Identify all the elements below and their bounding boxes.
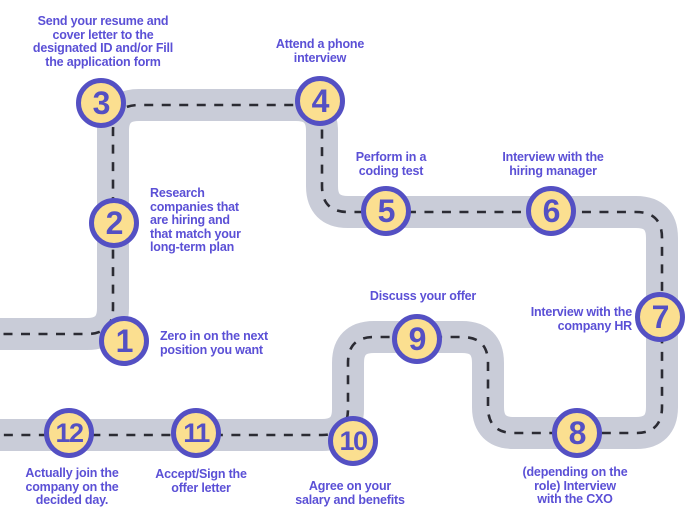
step-6-marker: 6	[526, 186, 576, 236]
step-4-label: Attend a phone interview	[275, 37, 365, 65]
step-9-number: 9	[408, 321, 427, 357]
step-7-number: 7	[651, 299, 670, 335]
step-4-marker: 4	[295, 76, 345, 126]
step-1-number: 1	[115, 323, 134, 359]
step-10-label: Agree on your salary and benefits	[295, 479, 405, 507]
step-7-marker: 7	[635, 292, 685, 342]
step-9-label: Discuss your offer	[369, 289, 477, 303]
step-11-number: 11	[183, 417, 210, 448]
step-1-marker: 1	[99, 316, 149, 366]
step-2-marker: 2	[89, 198, 139, 248]
step-6-label: Interview with the hiring manager	[502, 150, 604, 178]
step-3-label: Send your resume and cover letter to the…	[32, 14, 174, 69]
step-9-marker: 9	[392, 314, 442, 364]
step-3-marker: 3	[76, 78, 126, 128]
step-10-marker: 10	[328, 416, 378, 466]
step-12-label: Actually join the company on the decided…	[25, 466, 119, 508]
step-5-marker: 5	[361, 186, 411, 236]
step-8-marker: 8	[552, 408, 602, 458]
step-11-marker: 11	[171, 408, 221, 458]
step-6-number: 6	[542, 193, 561, 229]
step-12-marker: 12	[44, 408, 94, 458]
step-8-number: 8	[568, 415, 587, 451]
step-8-label: (depending on the role) Interview with t…	[522, 465, 628, 507]
step-10-number: 10	[339, 425, 368, 456]
step-5-number: 5	[377, 193, 396, 229]
step-7-label: Interview with the company HR	[530, 305, 632, 333]
step-2-label: Research companies that are hiring and t…	[150, 186, 241, 255]
step-3-number: 3	[92, 85, 111, 121]
step-5-label: Perform in a coding test	[355, 150, 427, 178]
step-1-label: Zero in on the next position you want	[160, 329, 269, 357]
step-11-label: Accept/Sign the offer letter	[155, 467, 247, 495]
step-12-number: 12	[55, 417, 84, 448]
step-4-number: 4	[311, 83, 330, 119]
step-2-number: 2	[105, 205, 124, 241]
